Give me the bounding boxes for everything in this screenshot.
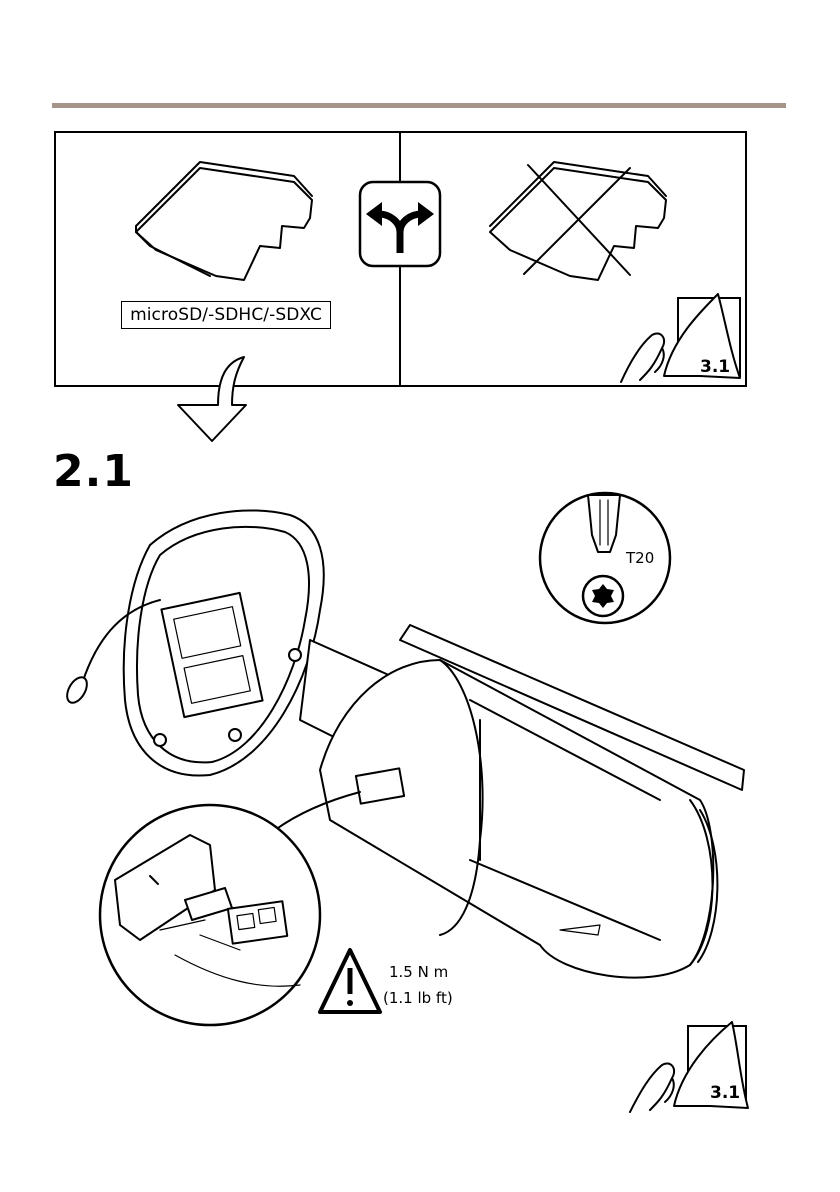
unsupported-card-icon	[490, 162, 666, 280]
step-number: 2.1	[53, 446, 134, 497]
page-reference-top: 3.1	[700, 357, 730, 377]
card-type-label-box: microSD/-SDHC/-SDXC	[121, 301, 331, 329]
warning-icon	[320, 950, 380, 1012]
detail-magnifier	[100, 805, 320, 1025]
tool-label: T20	[626, 549, 654, 567]
camera-housing-illustration	[300, 625, 744, 978]
down-arrow-icon	[178, 357, 246, 441]
torque-value-imperial: (1.1 lb ft)	[383, 989, 453, 1007]
fork-arrow-icon	[360, 182, 440, 266]
torque-value-metric: 1.5 N m	[389, 963, 448, 981]
page-reference-bottom: 3.1	[710, 1083, 740, 1103]
camera-mount-illustration	[63, 510, 324, 775]
card-type-label: microSD/-SDHC/-SDXC	[130, 305, 322, 325]
micro-sd-card-icon	[136, 162, 312, 280]
